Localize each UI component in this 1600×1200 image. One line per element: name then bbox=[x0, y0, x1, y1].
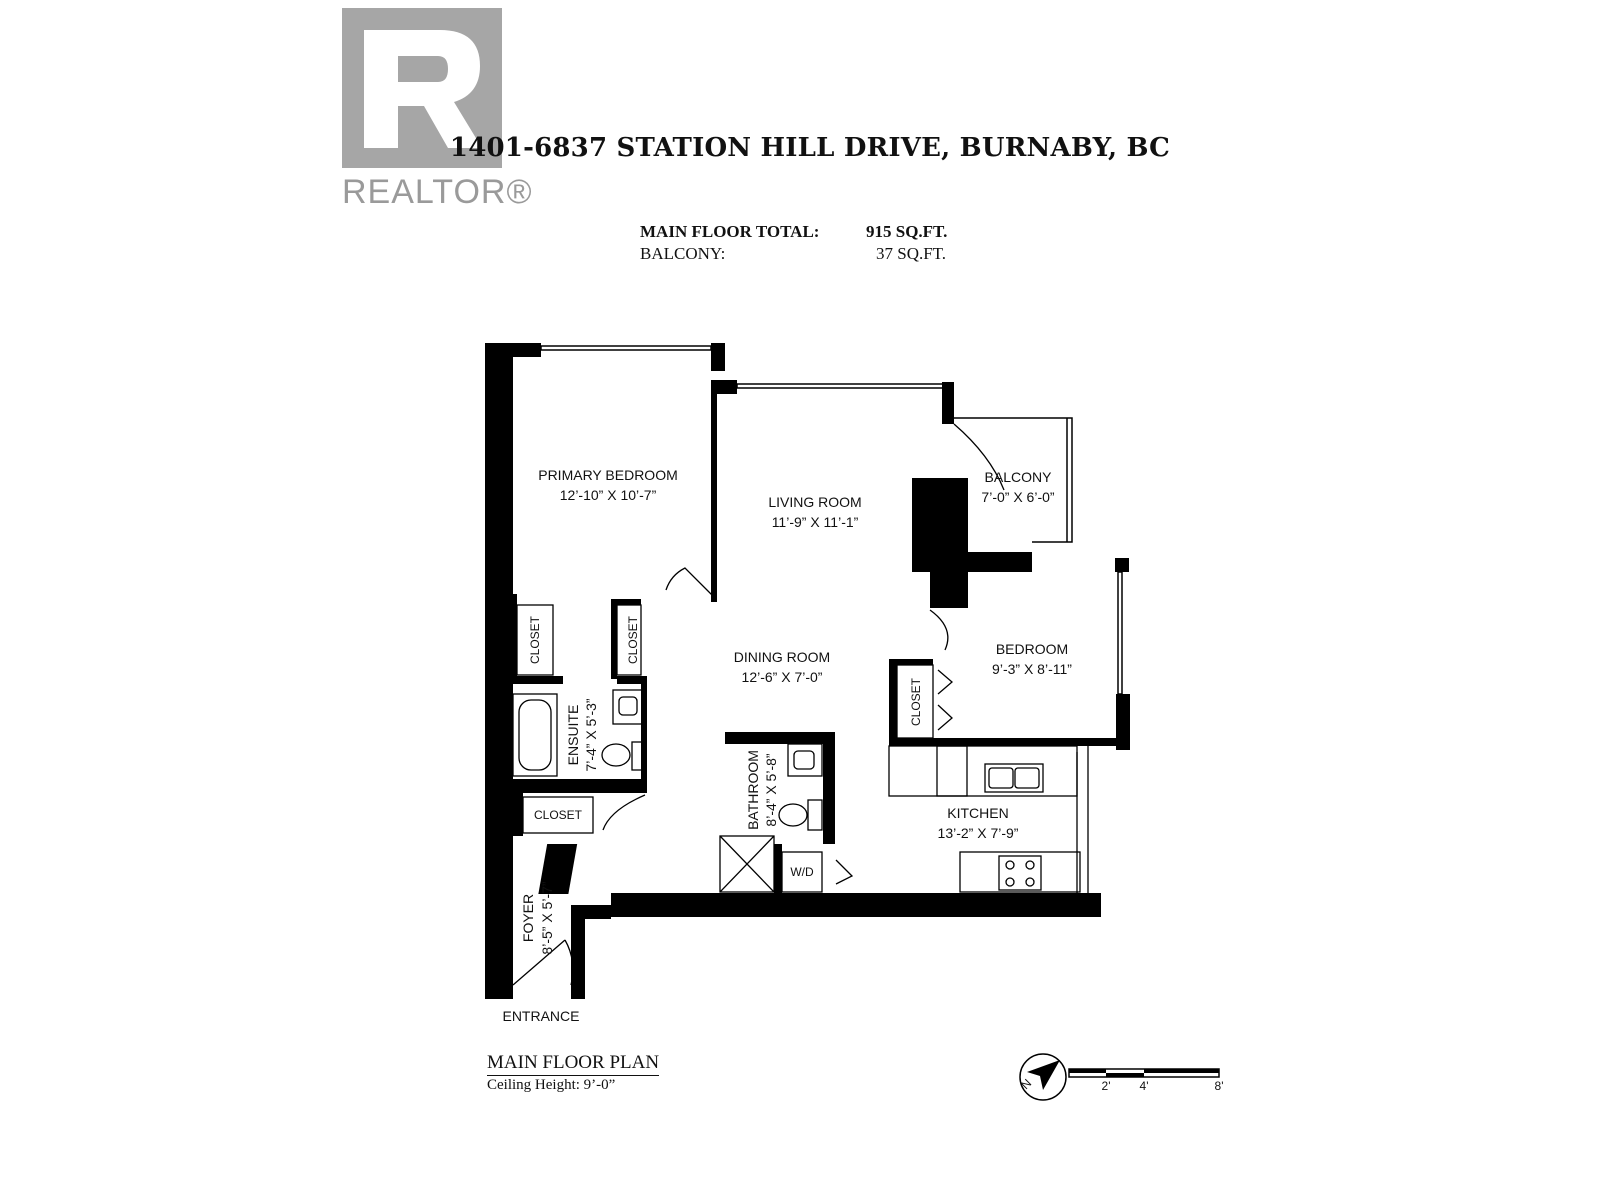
primary-bedroom-dims: 12’-10” X 10’-7” bbox=[560, 487, 657, 503]
entrance-label: ENTRANCE bbox=[502, 1008, 579, 1024]
compass-letter: N bbox=[1018, 1076, 1034, 1092]
living-room-dims: 11’-9” X 11’-1” bbox=[772, 514, 859, 530]
balcony-area-label: BALCONY: bbox=[640, 244, 726, 263]
closet-label: CLOSET bbox=[909, 677, 923, 726]
scale-label: 8' bbox=[1215, 1079, 1224, 1093]
main-floor-total-label: MAIN FLOOR TOTAL: bbox=[640, 222, 820, 241]
kitchen-dims: 13’-2” X 7’-9” bbox=[938, 825, 1019, 841]
sink-icon bbox=[787, 743, 823, 777]
doors bbox=[512, 423, 1005, 986]
property-address: 1401-6837 STATION HILL DRIVE, BURNABY, B… bbox=[449, 133, 1171, 163]
realtor-r-logo-icon bbox=[342, 8, 502, 168]
ceiling-height: Ceiling Height: 9’-0” bbox=[487, 1077, 616, 1093]
dining-room-dims: 12’-6” X 7’-0” bbox=[742, 669, 823, 685]
balcony-name: BALCONY bbox=[985, 469, 1053, 485]
balcony-outline bbox=[954, 417, 1073, 543]
compass-icon: N bbox=[1018, 1053, 1067, 1101]
foyer-name: FOYER bbox=[520, 894, 536, 942]
fixtures bbox=[512, 689, 1089, 893]
main-floor-total-value: 915 SQ.FT. bbox=[866, 222, 948, 241]
walls bbox=[485, 343, 1130, 999]
closet-label: CLOSET bbox=[528, 615, 542, 664]
ensuite-name: ENSUITE bbox=[565, 705, 581, 766]
room-labels: PRIMARY BEDROOM 12’-10” X 10’-7” LIVING … bbox=[502, 467, 1072, 1024]
toilet-icon bbox=[778, 803, 808, 827]
bedroom-dims: 9’-3” X 8’-11” bbox=[992, 661, 1072, 677]
closet-label: CLOSET bbox=[534, 808, 583, 822]
scale-label: 2' bbox=[1102, 1079, 1111, 1093]
bedroom-name: BEDROOM bbox=[996, 641, 1068, 657]
closet-label: CLOSET bbox=[626, 615, 640, 664]
realtor-logo: REALTOR® bbox=[342, 8, 532, 213]
plan-title: MAIN FLOOR PLAN bbox=[487, 1052, 660, 1076]
foyer-dims: 8’-5” X 5’-7” bbox=[539, 881, 555, 954]
toilet-icon bbox=[601, 743, 631, 767]
bathroom-dims: 8’-4” X 5’-8” bbox=[763, 753, 779, 826]
scale-bar: 2' 4' 8' bbox=[1068, 1068, 1224, 1093]
kitchen-sink-icon bbox=[984, 763, 1044, 793]
scale-label: 4' bbox=[1140, 1079, 1149, 1093]
wd-label: W/D bbox=[790, 865, 814, 879]
living-room-name: LIVING ROOM bbox=[768, 494, 861, 510]
sink-icon bbox=[612, 689, 644, 725]
cooktop-icon bbox=[998, 855, 1042, 891]
washer-dryer-icon bbox=[781, 851, 823, 893]
shower-icon bbox=[719, 835, 775, 893]
ensuite-dims: 7’-4” X 5’-3” bbox=[583, 698, 599, 771]
balcony-area-value: 37 SQ.FT. bbox=[876, 244, 947, 263]
kitchen-name: KITCHEN bbox=[947, 805, 1008, 821]
realtor-wordmark: REALTOR® bbox=[342, 173, 533, 211]
dining-room-name: DINING ROOM bbox=[734, 649, 830, 665]
bathtub-icon bbox=[512, 693, 558, 777]
bathroom-name: BATHROOM bbox=[745, 750, 761, 830]
balcony-dims: 7’-0” X 6’-0” bbox=[981, 489, 1054, 505]
closets bbox=[516, 604, 934, 834]
primary-bedroom-name: PRIMARY BEDROOM bbox=[538, 467, 678, 483]
